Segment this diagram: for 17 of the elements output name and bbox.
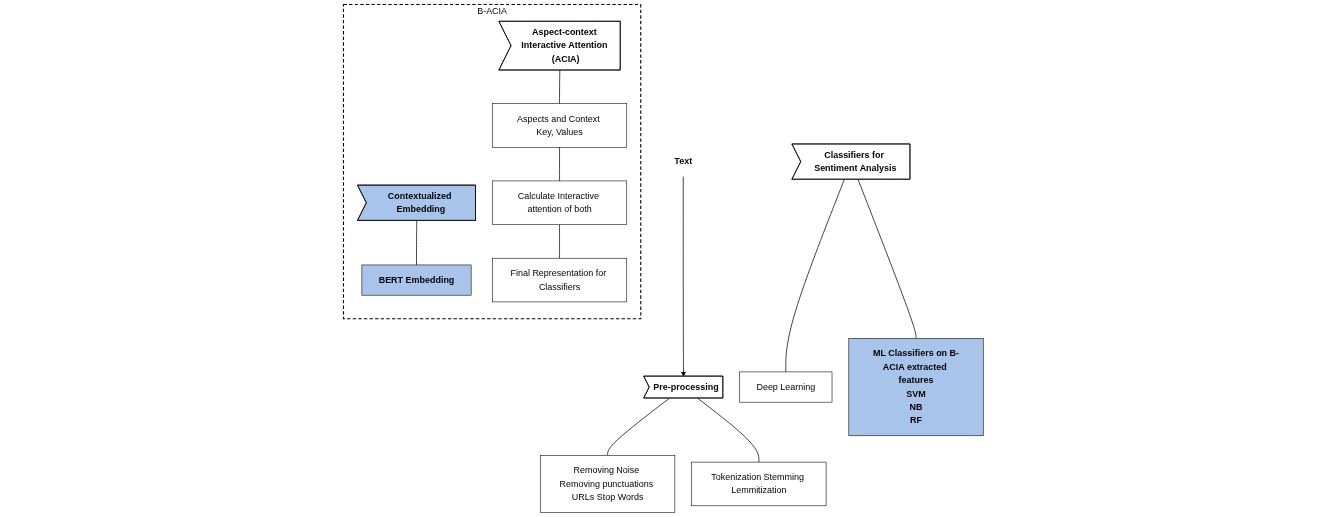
node-box: Deep Learning (739, 371, 833, 403)
node-box: ML Classifiers on B-ACIA extracted features SVM NB RF (848, 338, 984, 437)
node-box: BERT Embedding (361, 264, 472, 296)
node-box: Final Representation for Classifiers (492, 257, 628, 303)
connector (857, 179, 917, 339)
connector (559, 224, 561, 259)
node-box: Tokenization Stemming Lemmitization (691, 461, 827, 507)
connector (785, 179, 845, 373)
node-box: Calculate Interactive attention of both (492, 180, 628, 225)
connector (559, 146, 561, 182)
node-box: Aspects and Context Key, Values (492, 103, 628, 148)
node-box: Removing Noise Removing punctuations URLs Stop Words (540, 455, 676, 513)
connector (416, 220, 418, 266)
connector (607, 397, 670, 456)
node-text: Text (674, 156, 693, 167)
connector (559, 69, 561, 104)
connector (697, 397, 760, 463)
